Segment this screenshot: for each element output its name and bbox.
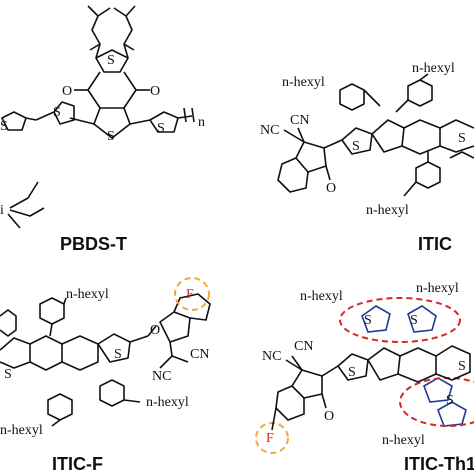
substituent-label: n-hexyl xyxy=(66,287,109,302)
atom-o-right: O xyxy=(150,84,160,99)
ic-end-group: CN NC O xyxy=(260,113,343,196)
atom-o: O xyxy=(326,181,336,196)
substituent-label: n-hexyl xyxy=(412,61,455,76)
alkyl-chains xyxy=(87,5,136,59)
silyl-fragment: i xyxy=(0,181,45,229)
atom-s: S xyxy=(0,119,8,134)
atom-s: S xyxy=(364,313,372,328)
icf-end-group: O CN NC F xyxy=(147,277,211,384)
thiophene-highlight xyxy=(339,297,461,343)
atom-s: S xyxy=(458,131,466,146)
substituent-label: n-hexyl xyxy=(416,281,459,296)
atom-f: F xyxy=(186,287,194,302)
atom-cn: CN xyxy=(290,113,309,128)
atom-s: S xyxy=(107,53,115,68)
phenyl-rings xyxy=(339,73,474,197)
panel-itic: n-hexyl n-hexyl n-hexyl CN NC O xyxy=(260,61,474,254)
repeat-n: n xyxy=(198,115,205,130)
fused-core: S S xyxy=(0,333,149,382)
atom-s: S xyxy=(352,139,360,154)
atom-cn: CN xyxy=(190,347,209,362)
atom-f: F xyxy=(266,431,274,446)
atom-s: S xyxy=(4,367,12,382)
substituent-label: n-hexyl xyxy=(366,203,409,218)
panel-itic-f: n-hexyl n-hexyl n-hexyl S S O xyxy=(0,277,211,474)
atom-s: S xyxy=(348,365,356,380)
substituent-label: n-hexyl xyxy=(0,423,43,438)
ic-end-group: CN NC O F xyxy=(255,339,339,454)
phenyl-rings xyxy=(0,297,141,427)
panel-pbds-t: S O O S S S S n xyxy=(0,5,205,254)
fluorine-highlight xyxy=(174,277,210,311)
panel-itic-th1: n-hexyl n-hexyl n-hexyl S S S CN NC O xyxy=(255,281,474,474)
atom-cn: CN xyxy=(294,339,313,354)
substituent-label: n-hexyl xyxy=(300,289,343,304)
fluorine-highlight xyxy=(255,422,289,454)
central-ring: O O xyxy=(62,71,160,109)
substituent-label: n-hexyl xyxy=(282,75,325,90)
substituent-label: n-hexyl xyxy=(382,433,425,448)
atom-s: S xyxy=(107,129,115,144)
substituent-label: n-hexyl xyxy=(146,395,189,410)
atom-o-left: O xyxy=(62,84,72,99)
atom-s: S xyxy=(53,105,61,120)
atom-o: O xyxy=(150,323,160,338)
atom-o: O xyxy=(324,409,334,424)
panel-title: ITIC-Th1 xyxy=(404,454,474,474)
atom-nc: NC xyxy=(152,369,171,384)
panel-title: PBDS-T xyxy=(60,234,127,254)
fused-core: S S xyxy=(337,345,471,383)
panel-title: ITIC xyxy=(418,234,452,254)
atom-s: S xyxy=(114,347,122,362)
backbone-thiophenes: S S S n xyxy=(0,101,205,136)
atom-s: S xyxy=(157,121,165,136)
fused-core: S S xyxy=(341,119,474,155)
bottom-thiophene: S xyxy=(93,107,131,144)
side-thiophenes-top: S S xyxy=(339,297,461,343)
side-thiophenes-bottom: S xyxy=(399,377,474,427)
atom-nc: NC xyxy=(262,349,281,364)
atom-s: S xyxy=(458,359,466,374)
atom-nc: NC xyxy=(260,123,279,138)
atom-s: S xyxy=(446,393,454,408)
atom-s: S xyxy=(410,313,418,328)
atom-si: i xyxy=(0,203,4,218)
panel-title: ITIC-F xyxy=(52,454,103,474)
top-thiophene: S xyxy=(95,49,129,73)
